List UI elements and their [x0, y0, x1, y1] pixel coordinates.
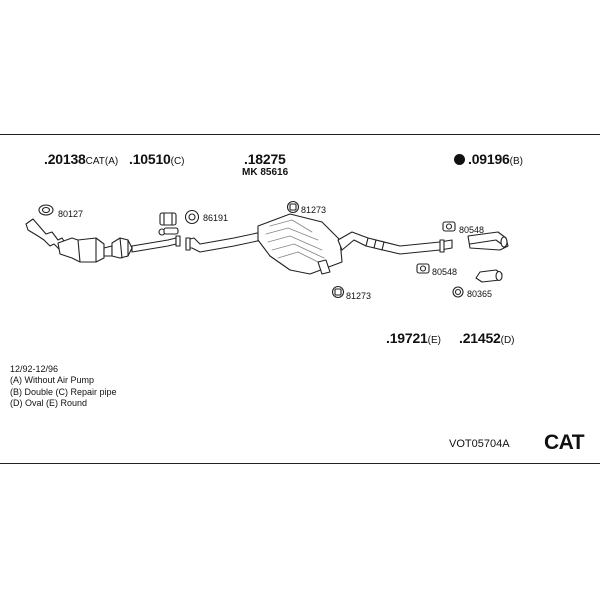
middle-pipe: [185, 231, 263, 253]
clamp-86191-icon: [184, 209, 200, 225]
notes-block: 12/92-12/96 (A) Without Air Pump (B) Dou…: [10, 364, 117, 410]
clamp-80127-icon: [38, 204, 54, 216]
tailpipe-double: [467, 231, 509, 251]
part-label-19721: .19721(E): [386, 330, 441, 346]
callout-81273-top: 81273: [301, 205, 327, 215]
hanger-81273-top-icon: [286, 200, 300, 214]
part-label-18275: .18275: [244, 151, 286, 167]
filled-circle-icon: [454, 154, 465, 165]
callout-80365: 80365: [467, 289, 493, 299]
note-a: (A) Without Air Pump: [10, 375, 95, 386]
kit-type: CAT: [544, 431, 585, 454]
repair-sleeve-icon: [158, 212, 179, 236]
rear-pipe: [337, 231, 453, 255]
callout-80127: 80127: [58, 209, 84, 219]
note-c: (D) Oval (E) Round: [10, 398, 88, 409]
part-label-10510: .10510(C): [129, 151, 185, 167]
kit-code: VOT05704A: [449, 438, 510, 450]
rubber-mount-80548-top-icon: [442, 221, 456, 232]
part-label-20138: .20138CAT(A): [44, 151, 119, 167]
part-sublabel-mk85616: MK 85616: [242, 167, 289, 178]
part-label-21452: .21452(D): [459, 330, 515, 346]
part-label-09196: .09196(B): [454, 152, 523, 168]
hanger-81273-bottom-icon: [331, 285, 345, 299]
note-date-range: 12/92-12/96: [10, 364, 59, 374]
front-pipe-catalyst: [25, 218, 181, 263]
tailpipe-single: [475, 269, 503, 283]
callout-80548-bottom: 80548: [432, 267, 458, 277]
callout-80548-top: 80548: [459, 225, 485, 235]
diagram-frame: [0, 134, 600, 464]
callout-81273-bottom: 81273: [346, 291, 372, 301]
centre-silencer: [257, 213, 343, 275]
clamp-80365-icon: [452, 286, 464, 298]
note-b: (B) Double (C) Repair pipe: [10, 386, 117, 397]
rubber-mount-80548-bottom-icon: [416, 263, 430, 274]
callout-86191: 86191: [203, 213, 229, 223]
